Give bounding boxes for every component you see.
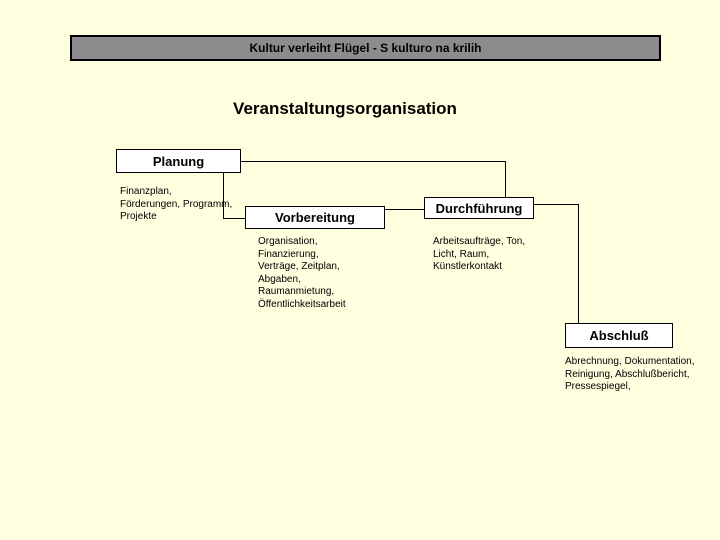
node-vorbereitung-details: Organisation, Finanzierung, Verträge, Ze… — [258, 236, 346, 310]
page-title: Veranstaltungsorganisation — [233, 99, 457, 118]
node-planung: Planung — [116, 149, 241, 173]
node-abschluss: Abschluß — [565, 323, 673, 348]
connector-durchfuehrung-to-abschluss-vertical — [578, 204, 579, 323]
slide-title-bar: Kultur verleiht Flügel - S kulturo na kr… — [70, 35, 661, 61]
connector-planung-to-durchfuehrung-horizontal — [241, 161, 505, 162]
connector-vorbereitung-to-durchfuehrung — [385, 209, 424, 210]
connector-planung-to-durchfuehrung-vertical — [505, 161, 506, 197]
node-durchfuehrung-details: Arbeitsaufträge, Ton, Licht, Raum, Künst… — [433, 236, 526, 272]
node-planung-details: Finanzplan, Förderungen, Programm, Proje… — [120, 186, 233, 222]
node-vorbereitung: Vorbereitung — [245, 206, 385, 229]
slide-title: Kultur verleiht Flügel - S kulturo na kr… — [249, 41, 482, 55]
connector-durchfuehrung-to-abschluss-horizontal — [534, 204, 578, 205]
node-abschluss-details: Abrechnung, Dokumentation, Reinigung, Ab… — [565, 356, 695, 392]
connector-planung-to-vorbereitung-horizontal — [223, 218, 245, 219]
node-durchfuehrung: Durchführung — [424, 197, 534, 219]
connector-planung-to-vorbereitung-vertical — [223, 173, 224, 218]
